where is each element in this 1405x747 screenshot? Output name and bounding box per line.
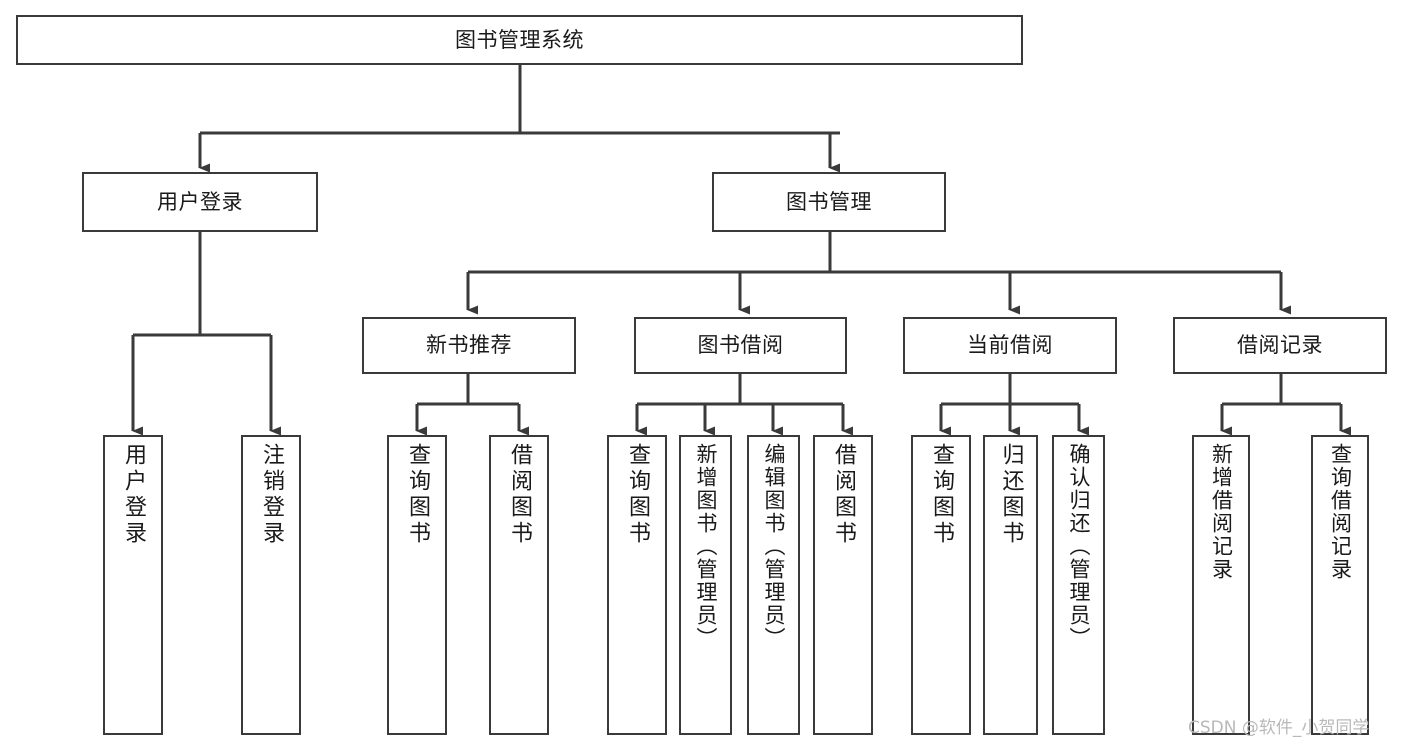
leaf-borrow-books-recommend[interactable]: 借阅图书 bbox=[489, 435, 549, 735]
leaf-user-login[interactable]: 用户登录 bbox=[103, 435, 163, 735]
leaf-add-borrow-record-label: 新增借阅记录 bbox=[1209, 443, 1234, 581]
leaf-search-borrow-record-label: 查询借阅记录 bbox=[1328, 443, 1353, 581]
leaf-borrow-books-recommend-label: 借阅图书 bbox=[507, 443, 532, 547]
leaf-add-book-admin-label: 新增图书（管理员） bbox=[694, 443, 718, 650]
leaf-search-books-recommend[interactable]: 查询图书 bbox=[387, 435, 447, 735]
node-book-borrow[interactable]: 图书借阅 bbox=[634, 317, 847, 374]
csdn-watermark: CSDN @软件_小贺同学 bbox=[1188, 718, 1370, 738]
leaf-search-books-borrow[interactable]: 查询图书 bbox=[607, 435, 667, 735]
leaf-search-books-current-label: 查询图书 bbox=[929, 443, 954, 547]
leaf-search-books-current[interactable]: 查询图书 bbox=[911, 435, 971, 735]
leaf-search-books-recommend-label: 查询图书 bbox=[405, 443, 430, 547]
node-root[interactable]: 图书管理系统 bbox=[16, 15, 1023, 65]
node-book-borrow-label: 图书借阅 bbox=[697, 333, 784, 357]
node-book-management-label: 图书管理 bbox=[786, 189, 872, 214]
node-new-book-recommend[interactable]: 新书推荐 bbox=[362, 317, 576, 374]
node-current-borrow[interactable]: 当前借阅 bbox=[903, 317, 1117, 374]
node-user-login-label: 用户登录 bbox=[157, 189, 243, 214]
leaf-confirm-return-admin-label: 确认归还（管理员） bbox=[1067, 443, 1091, 650]
node-current-borrow-label: 当前借阅 bbox=[967, 333, 1053, 357]
leaf-logout-label: 注销登录 bbox=[259, 443, 284, 547]
leaf-search-borrow-record[interactable]: 查询借阅记录 bbox=[1311, 435, 1369, 735]
leaf-edit-book-admin[interactable]: 编辑图书（管理员） bbox=[747, 435, 800, 735]
leaf-return-books[interactable]: 归还图书 bbox=[983, 435, 1038, 735]
node-root-label: 图书管理系统 bbox=[455, 27, 584, 52]
leaf-edit-book-admin-label: 编辑图书（管理员） bbox=[762, 443, 786, 650]
node-borrow-records[interactable]: 借阅记录 bbox=[1173, 317, 1387, 374]
node-user-login[interactable]: 用户登录 bbox=[82, 172, 318, 232]
leaf-return-books-label: 归还图书 bbox=[998, 443, 1024, 547]
node-new-book-recommend-label: 新书推荐 bbox=[426, 333, 512, 357]
leaf-search-books-borrow-label: 查询图书 bbox=[625, 443, 650, 547]
leaf-confirm-return-admin[interactable]: 确认归还（管理员） bbox=[1052, 435, 1105, 735]
leaf-borrow-books-borrow[interactable]: 借阅图书 bbox=[813, 435, 873, 735]
node-book-management[interactable]: 图书管理 bbox=[712, 172, 946, 232]
leaf-logout[interactable]: 注销登录 bbox=[241, 435, 301, 735]
leaf-add-borrow-record[interactable]: 新增借阅记录 bbox=[1192, 435, 1250, 735]
leaf-borrow-books-borrow-label: 借阅图书 bbox=[831, 443, 856, 547]
node-borrow-records-label: 借阅记录 bbox=[1237, 333, 1323, 357]
leaf-user-login-label: 用户登录 bbox=[121, 443, 146, 547]
leaf-add-book-admin[interactable]: 新增图书（管理员） bbox=[679, 435, 732, 735]
